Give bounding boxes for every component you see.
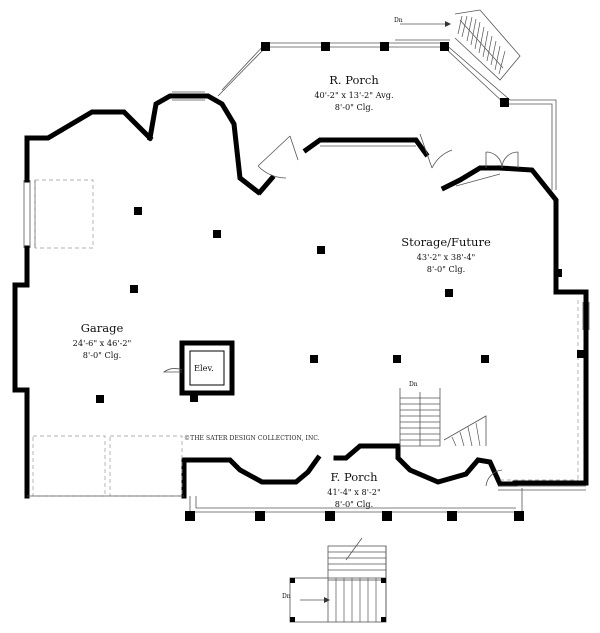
garage-name: Garage <box>81 321 124 335</box>
rear-stair-down-label: Dn <box>394 17 403 24</box>
front-porch-outline <box>189 469 586 513</box>
front-porch-ceiling: 8'-0" Clg. <box>335 499 374 509</box>
right-window <box>582 302 590 330</box>
front-stair: Dn <box>399 381 487 447</box>
storage-name: Storage/Future <box>401 235 491 249</box>
right-interior-line <box>500 300 579 481</box>
front-stair-down-label: Dn <box>409 381 418 388</box>
storage-dims: 43'-2" x 38'-4" <box>417 252 476 262</box>
columns <box>96 42 585 521</box>
elevator: Elev. <box>162 340 235 396</box>
garage-dims: 24'-6" x 46'-2" <box>73 338 132 348</box>
lower-stair-down-label: Dn <box>282 593 291 600</box>
front-porch-dims: 41'-4" x 8'-2" <box>327 487 380 497</box>
copyright-text: ©THE SATER DESIGN COLLECTION, INC. <box>184 435 320 442</box>
bay-window <box>172 91 205 101</box>
rear-porch-outline <box>217 39 557 190</box>
rear-stair: Dn <box>394 9 521 81</box>
front-porch-name: F. Porch <box>330 470 378 484</box>
rear-porch-name: R. Porch <box>329 73 379 87</box>
lower-stair: Dn <box>282 537 387 623</box>
rear-porch-dims: 40'-2" x 13'-2" Avg. <box>314 90 393 100</box>
elevator-label: Elev. <box>194 363 214 373</box>
garage-doors <box>27 435 184 497</box>
room-labels: R. Porch 40'-2" x 13'-2" Avg. 8'-0" Clg.… <box>73 73 491 509</box>
garage-ceiling: 8'-0" Clg. <box>83 350 122 360</box>
storage-ceiling: 8'-0" Clg. <box>427 264 466 274</box>
garage-window <box>23 179 94 249</box>
rear-doors <box>257 133 519 187</box>
exterior-walls <box>12 93 589 499</box>
rear-porch-ceiling: 8'-0" Clg. <box>335 102 374 112</box>
